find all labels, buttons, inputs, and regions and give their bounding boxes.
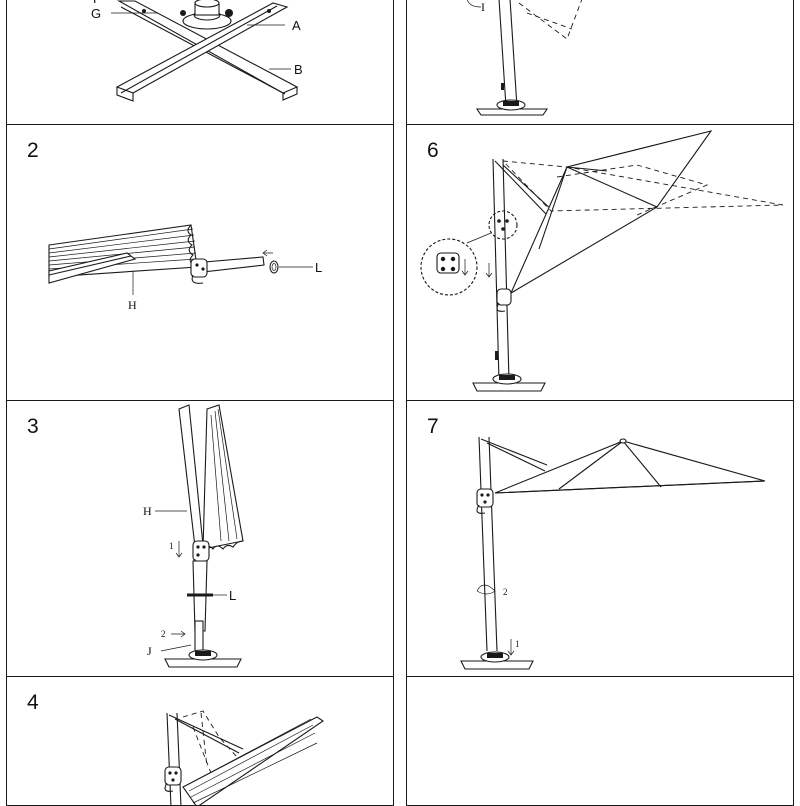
arrow-icon [175, 541, 183, 558]
panel-step-2: 2 L H [6, 124, 394, 401]
arm-h [178, 404, 204, 548]
pole-assembly-diagram: H 1 L 2 J [143, 404, 244, 668]
arrow-label-2: 2 [503, 587, 508, 597]
label-h: H [143, 504, 152, 518]
step-number: 6 [427, 139, 439, 162]
label-j: J [147, 644, 152, 658]
label-b: B [294, 62, 303, 77]
canopy-tilt-diagram [420, 130, 784, 392]
umbrella-open-diagram: 2 1 [460, 436, 766, 670]
arrow-icon [171, 630, 186, 638]
pole [498, 0, 507, 108]
panel-step-1: A B G F [6, 0, 394, 125]
pole [166, 712, 172, 805]
label-l: L [229, 588, 236, 603]
hub [164, 766, 182, 786]
pole-diagram-top: I [466, 0, 583, 116]
label-i: I [481, 0, 485, 14]
detail-callout [420, 238, 478, 296]
panel-step-3: 3 H 1 L 2 [6, 400, 394, 677]
arrow-label-1: 1 [169, 541, 174, 551]
label-a: A [292, 18, 301, 33]
canopy-raise-diagram [164, 710, 324, 805]
step-number: 7 [427, 415, 439, 438]
label-g: G [91, 6, 101, 21]
ring-l [269, 260, 279, 274]
hub [192, 540, 210, 562]
panel-step-4: 4 [6, 676, 394, 806]
lower-pole [194, 620, 204, 652]
base-plate [475, 108, 549, 116]
canopy-attach-diagram: L H [48, 224, 322, 312]
base-cross-diagram: A B G F [91, 0, 303, 102]
arrow-icon [461, 259, 469, 276]
panel-step-5: I [406, 0, 794, 125]
hub [476, 488, 494, 508]
step-number: 4 [27, 691, 39, 714]
base-plate [460, 660, 534, 670]
base-plate [164, 658, 242, 668]
panel-step-6: 6 [406, 124, 794, 401]
label-h: H [128, 298, 137, 312]
label-f: F [93, 0, 101, 6]
folded-canopy [202, 404, 244, 550]
crank-handle [496, 288, 512, 306]
arrow-icon [262, 249, 273, 257]
pole [492, 158, 500, 382]
arrow-icon [507, 639, 515, 656]
arrow-label-1: 1 [515, 639, 520, 649]
step-number: 2 [27, 139, 39, 162]
canopy [509, 130, 713, 295]
pole [478, 436, 488, 652]
bolt-icon [225, 9, 233, 17]
step-number: 3 [27, 415, 39, 438]
canopy [182, 716, 324, 805]
base-plate [472, 382, 546, 392]
arrow-label-2: 2 [161, 629, 166, 639]
panel-empty [406, 676, 794, 806]
rotate-arrow-icon [476, 584, 496, 595]
label-l: L [315, 260, 322, 275]
panel-step-7: 7 2 1 [406, 400, 794, 677]
